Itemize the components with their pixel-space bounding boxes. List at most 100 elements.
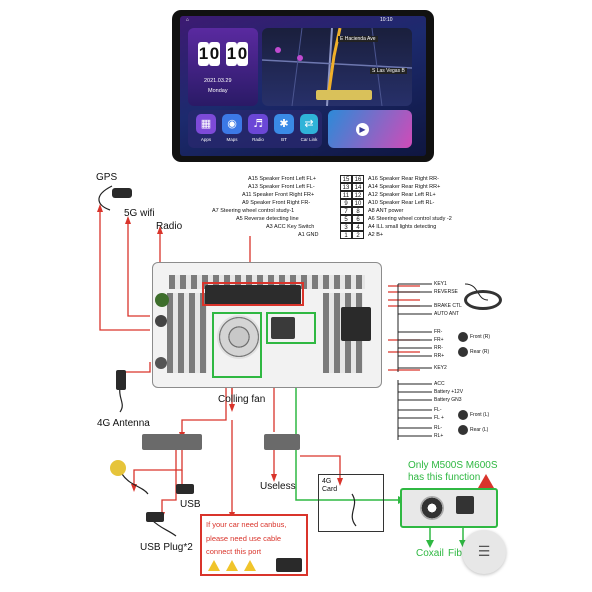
4g-card-label: Card — [322, 486, 338, 493]
warning-icon — [226, 560, 238, 571]
front-right-speaker-icon — [458, 332, 468, 342]
gps-antenna-icon — [112, 188, 132, 198]
steering-wheel-icon — [464, 290, 502, 310]
pinout-left-label: A3 ACC Key Switch — [266, 224, 315, 230]
wire-label: BRAKE CTL — [434, 303, 462, 309]
usb-plug-2-icon — [146, 512, 164, 522]
pin-box: 3 — [340, 223, 352, 231]
clock-date: 2021.03.29 — [204, 78, 232, 84]
pin-box: 5 — [340, 215, 352, 223]
app-label: Radio — [252, 137, 264, 142]
bluetooth-icon[interactable]: ✱ — [274, 114, 294, 134]
4g-card-label: 4G — [322, 478, 332, 485]
warning-icon — [478, 474, 494, 488]
only-models-line-1: Only M500S M600S — [408, 460, 498, 471]
car-link-icon[interactable]: ⇄ — [300, 114, 318, 134]
front-left-speaker-icon — [458, 410, 468, 420]
app-label: Apps — [200, 137, 212, 142]
maps-icon[interactable]: ◉ — [222, 114, 242, 134]
radio-icon[interactable]: ♬ — [248, 114, 268, 134]
warning-icon — [244, 560, 256, 571]
left-grille — [167, 293, 207, 373]
wire-label: FL- — [434, 407, 442, 413]
play-icon[interactable]: ▶ — [356, 123, 369, 136]
canbus-note: If your car need canbus, please need use… — [200, 514, 308, 576]
wire-label: Battery GN3 — [434, 397, 462, 403]
chat-icon: ☰ — [477, 544, 491, 560]
main-connector — [205, 285, 301, 305]
only-models-line-2: has this function — [408, 472, 481, 483]
main-connector-highlight — [202, 282, 304, 306]
tablet-screen: ⌂ 10:10 1 0 1 0 2021.03.29 Monday E Haci… — [180, 16, 426, 156]
front-right-tag: Front (R) — [470, 334, 490, 340]
pin-box: 11 — [340, 191, 352, 199]
cooling-fan-label: Colling fan — [218, 394, 266, 405]
app-label: Car Link — [300, 137, 318, 142]
fiber-port — [456, 496, 474, 514]
pin-box: 8 — [352, 207, 364, 215]
rear-left-speaker-icon — [458, 425, 468, 435]
wire-label: FR- — [434, 329, 443, 335]
wifi-label: 5G wifi — [124, 208, 155, 219]
pin-box: 15 — [340, 175, 352, 183]
pin-box: 10 — [352, 199, 364, 207]
app-label: Maps — [226, 137, 238, 142]
fiber-label: Fib — [448, 548, 462, 559]
pin-box: 13 — [340, 183, 352, 191]
pin-box: 14 — [352, 183, 364, 191]
pinout-left-label: A11 Speaker Front Right FR+ — [242, 192, 315, 198]
pinout-left-label: A15 Speaker Front Left FL+ — [248, 176, 317, 182]
wire-label: Battery +12V — [434, 389, 464, 395]
warning-icon — [208, 560, 220, 571]
pin-box: 12 — [352, 191, 364, 199]
usb-plug-label: USB Plug*2 — [140, 542, 193, 553]
wire-label: KEY2 — [434, 365, 447, 371]
pin-box: 2 — [352, 231, 364, 239]
wire-label: AUTO ANT — [434, 311, 459, 317]
clock-digit: 1 — [226, 42, 237, 66]
pinout-left-label: A9 Speaker Front Right FR- — [242, 200, 311, 206]
home-icon[interactable]: ⌂ — [186, 17, 190, 23]
map-widget[interactable]: E Hacienda Ave S Las Vegas B — [262, 28, 412, 106]
canbus-line-1: If your car need canbus, — [206, 520, 287, 529]
pinout-right-label: A10 Speaker Rear Left RL- — [368, 200, 435, 206]
gps-label: GPS — [96, 172, 118, 183]
wire-label: RL+ — [434, 433, 444, 439]
app-label: BT — [281, 137, 287, 142]
clock-digit: 0 — [237, 42, 248, 66]
pinout-right-label: A16 Speaker Rear Right RR- — [368, 176, 439, 182]
fiber-coaxial-module — [400, 488, 498, 528]
clock-widget[interactable]: 1 0 1 0 2021.03.29 Monday — [188, 28, 258, 106]
map-street-top: E Hacienda Ave — [338, 36, 378, 42]
wire-label: RR+ — [434, 353, 445, 359]
gps-port — [155, 293, 169, 307]
pin-box: 6 — [352, 215, 364, 223]
wire-label: FL + — [434, 415, 444, 421]
status-time: 10:10 — [380, 17, 393, 23]
apps-icon[interactable]: ▦ — [196, 114, 216, 134]
pinout-left-label: A5 Reverse detecting line — [236, 216, 299, 222]
coaxial-label: Coxail — [416, 548, 444, 559]
usb-label: USB — [180, 499, 201, 510]
cooling-fan — [217, 315, 261, 359]
wire-label: ACC — [434, 381, 445, 387]
music-widget[interactable]: ▶ — [328, 110, 412, 148]
clock-digit: 0 — [209, 42, 220, 66]
wire-label: RL- — [434, 425, 443, 431]
usb-harness-connector — [142, 434, 202, 450]
chat-button[interactable]: ☰ — [462, 530, 506, 574]
4g-antenna-label: 4G Antenna — [97, 418, 150, 429]
speaker-harness-connector — [341, 307, 371, 341]
pinout-right-label: A4 ILL small lights detecting — [368, 224, 437, 230]
radio-label: Radio — [156, 221, 183, 232]
front-left-tag: Front (L) — [470, 412, 490, 418]
pinout-right-label: A8 ANT power — [368, 208, 404, 214]
pinout-right-label: A12 Speaker Rear Left RL+ — [368, 192, 436, 198]
pinout-right-label: A14 Speaker Rear Right RR+ — [368, 184, 441, 190]
fiber-port-highlight — [266, 312, 316, 344]
pin-box: 1 — [340, 231, 352, 239]
rca-plug-icon — [110, 460, 126, 476]
4g-antenna-port — [155, 357, 167, 369]
rear-right-speaker-icon — [458, 347, 468, 357]
4g-card-box — [318, 474, 384, 532]
